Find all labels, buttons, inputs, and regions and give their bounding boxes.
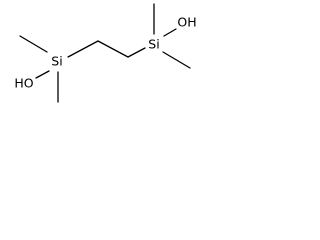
atom-oh-right: OH — [177, 15, 196, 30]
bond-ch2-ch2 — [97, 40, 129, 58]
bond-si-right-oh — [163, 28, 177, 37]
atom-oh-left: HO — [14, 76, 33, 91]
bond-ch2-si-right — [127, 47, 146, 58]
bond-si-left-ch2 — [67, 40, 99, 58]
chemical-structure-diagram: Si HO Si OH — [14, 3, 197, 103]
bond-si-left-oh — [35, 70, 50, 79]
atom-si-left: Si — [51, 54, 62, 69]
bond-methyl-right-lower — [162, 51, 191, 69]
bond-methyl-left-upper — [19, 35, 48, 53]
atom-si-right: Si — [148, 37, 159, 52]
